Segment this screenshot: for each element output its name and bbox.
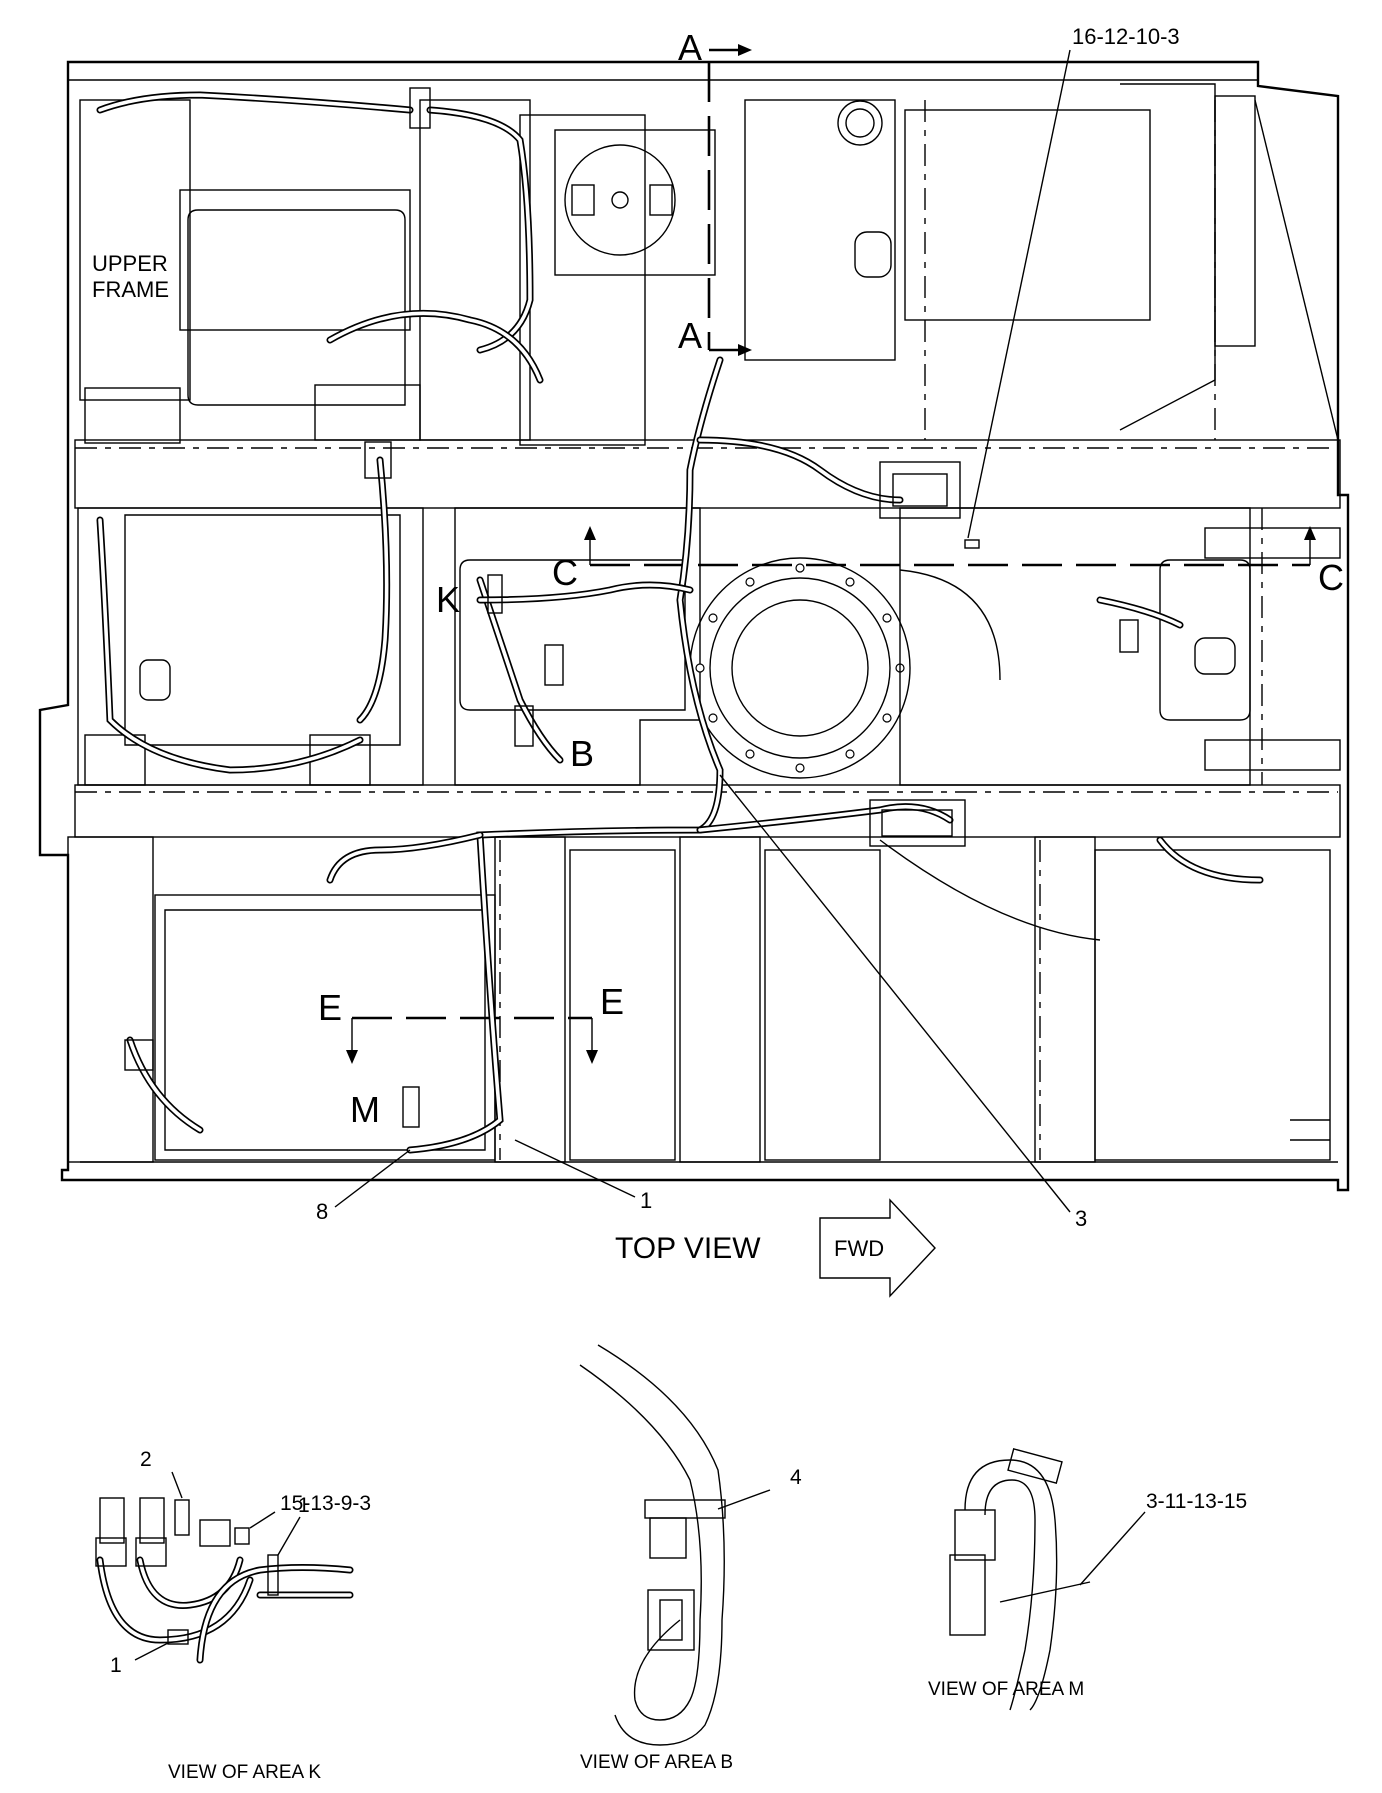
fwd-label: FWD — [834, 1236, 884, 1261]
detail-k-callout-1-upper: 1 — [298, 1494, 310, 1517]
section-c-right-label: C — [1318, 557, 1344, 598]
detail-area-k — [95, 1471, 354, 1664]
callout-1: 1 — [640, 1188, 652, 1213]
area-m-label: M — [350, 1089, 380, 1130]
detail-b-callout-4: 4 — [790, 1466, 802, 1489]
detail-area-m — [949, 1448, 1146, 1711]
main-harness — [96, 91, 1264, 1154]
area-b-label: B — [570, 733, 594, 774]
section-a-bottom-label: A — [678, 315, 702, 356]
component-blocks — [124, 87, 980, 1128]
top-view-title: TOP VIEW — [615, 1232, 761, 1265]
top-view-drawing — [38, 44, 1350, 1298]
upper-frame-label-line1: UPPER — [92, 251, 168, 276]
callout-3: 3 — [1075, 1206, 1087, 1231]
section-e-right-label: E — [600, 981, 624, 1022]
upper-frame-label-line2: FRAME — [92, 277, 169, 302]
section-a-top-label: A — [678, 27, 702, 68]
detail-k-callout-2: 2 — [140, 1448, 152, 1471]
detail-b-caption: VIEW OF AREA B — [580, 1752, 733, 1773]
detail-k-callout-15-13-9-3: 15-13-9-3 — [280, 1492, 371, 1515]
detail-k-caption: VIEW OF AREA K — [168, 1762, 321, 1783]
detail-m-caption: VIEW OF AREA M — [928, 1679, 1084, 1700]
detail-area-b — [579, 1344, 771, 1746]
swing-bearing — [689, 557, 911, 779]
callout-16-12-10-3: 16-12-10-3 — [1072, 24, 1180, 49]
detail-m-callout-3-11-13-15: 3-11-13-15 — [1146, 1490, 1247, 1513]
detail-k-callout-1-lower: 1 — [110, 1654, 122, 1677]
forward-arrow-icon — [819, 1198, 936, 1298]
section-c-left-label: C — [552, 552, 578, 593]
area-k-label: K — [436, 579, 460, 620]
section-e-left-label: E — [318, 987, 342, 1028]
callout-8: 8 — [316, 1199, 328, 1224]
